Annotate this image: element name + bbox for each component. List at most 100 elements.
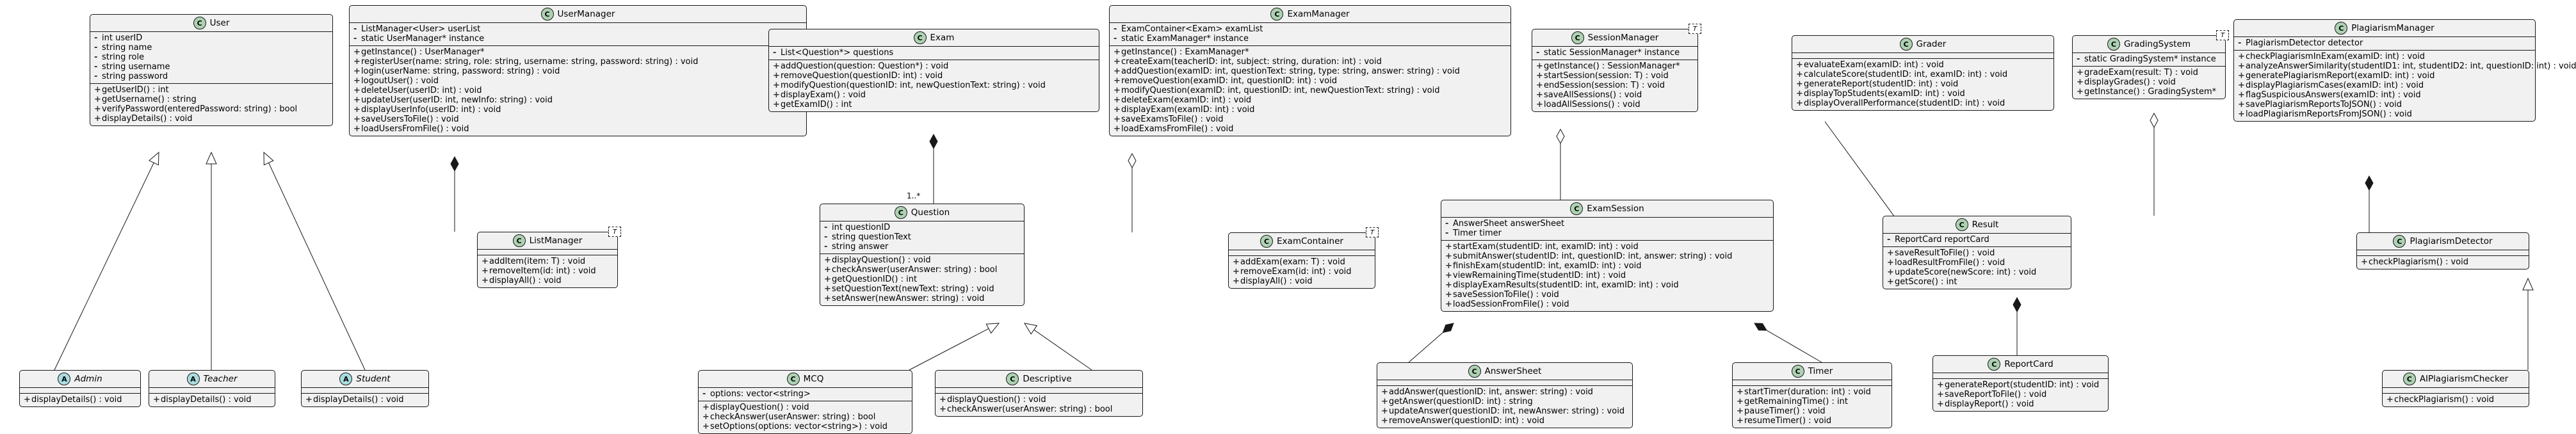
private-visibility-icon: - xyxy=(94,52,98,62)
methods-section: +getInstance() : UserManager*+registerUs… xyxy=(350,45,806,136)
public-visibility-icon: + xyxy=(1114,67,1121,76)
class-icon: C xyxy=(1571,31,1584,44)
public-visibility-icon: + xyxy=(1114,105,1121,115)
fields-section: -AnswerSheet answerSheet-Timer timer xyxy=(1441,218,1773,240)
method-row: +displayExam(examID: int) : void xyxy=(1114,105,1507,115)
methods-section: +addItem(item: T) : void+removeItem(id: … xyxy=(478,255,617,287)
public-visibility-icon: + xyxy=(482,276,489,285)
methods-section: +addExam(exam: T) : void+removeExam(id: … xyxy=(1229,255,1375,288)
method-row: +checkPlagiarismInExam(examID: int) : vo… xyxy=(2238,52,2531,61)
private-visibility-icon: - xyxy=(824,232,828,242)
method-row: +displayDetails() : void xyxy=(305,395,425,405)
public-visibility-icon: + xyxy=(1796,60,1803,70)
class-title: Result xyxy=(1972,220,1999,230)
template-parameter: T xyxy=(2216,30,2229,40)
method-row: +logoutUser() : void xyxy=(353,76,802,86)
method-text: modifyQuestion(questionID: int, newQuest… xyxy=(781,81,1046,90)
public-visibility-icon: + xyxy=(1114,86,1121,95)
method-row: +flagSuspiciousAnswers(examID: int) : vo… xyxy=(2238,90,2531,100)
class-icon: C xyxy=(894,206,907,219)
fields-section xyxy=(20,388,140,393)
class-title: Student xyxy=(356,374,391,384)
class-title: ReportCard xyxy=(2004,359,2054,369)
fields-section: -PlagiarismDetector detector xyxy=(2234,37,2535,50)
method-text: loadResultFromFile() : void xyxy=(1895,258,2005,268)
class-title: AnswerSheet xyxy=(1484,366,1542,376)
method-row: +removeQuestion(questionID: int) : void xyxy=(773,71,1095,81)
method-row: +endSession(session: T) : void xyxy=(1536,81,1694,90)
template-parameter: T xyxy=(608,227,621,237)
method-text: displayReport() : void xyxy=(1945,399,2034,409)
public-visibility-icon: + xyxy=(824,275,831,284)
public-visibility-icon: + xyxy=(353,67,360,76)
public-visibility-icon: + xyxy=(1887,258,1894,268)
public-visibility-icon: + xyxy=(353,86,360,95)
method-row: +createExam(teacherID: int, subject: str… xyxy=(1114,57,1507,67)
class-title: MCQ xyxy=(803,374,824,384)
public-visibility-icon: + xyxy=(824,284,831,294)
public-visibility-icon: + xyxy=(2077,68,2084,77)
method-text: removeExam(id: int) : void xyxy=(1240,267,1352,277)
class-icon: C xyxy=(1006,373,1019,385)
private-visibility-icon: - xyxy=(1445,219,1449,229)
fields-section: -options: vector<string> xyxy=(699,388,912,401)
public-visibility-icon: + xyxy=(305,395,312,405)
method-row: +loadSessionFromFile() : void xyxy=(1445,300,1769,309)
method-text: checkAnswer(userAnswer: string) : bool xyxy=(710,412,876,422)
fields-section xyxy=(1792,53,2054,58)
private-visibility-icon: - xyxy=(824,223,828,232)
method-text: setOptions(options: vector<string>) : vo… xyxy=(710,422,888,431)
method-text: registerUser(name: string, role: string,… xyxy=(361,57,699,67)
public-visibility-icon: + xyxy=(1536,71,1543,81)
public-visibility-icon: + xyxy=(1114,47,1121,57)
field-row: -AnswerSheet answerSheet xyxy=(1445,219,1769,229)
fields-section xyxy=(302,388,428,393)
public-visibility-icon: + xyxy=(482,266,489,276)
class-icon: C xyxy=(1270,8,1284,20)
public-visibility-icon: + xyxy=(1737,416,1744,426)
method-text: saveUsersToFile() : void xyxy=(361,115,459,124)
class-icon: C xyxy=(2393,235,2406,248)
method-row: +checkAnswer(userAnswer: string) : bool xyxy=(702,412,908,422)
public-visibility-icon: + xyxy=(1445,242,1452,252)
method-row: +analyzeAnswerSimilarity(studentID1: int… xyxy=(2238,61,2576,71)
class-icon: C xyxy=(1899,38,1913,51)
methods-section: +displayQuestion() : void+checkAnswer(us… xyxy=(699,401,912,433)
methods-section: +getInstance() : SessionManager*+startSe… xyxy=(1532,60,1697,111)
method-row: +submitAnswer(studentID: int, questionID… xyxy=(1445,252,1769,261)
method-text: verifyPassword(enteredPassword: string) … xyxy=(102,104,298,114)
method-text: checkPlagiarismInExam(examID: int) : voi… xyxy=(2246,52,2426,61)
method-text: getExamID() : int xyxy=(781,100,852,109)
method-text: getAnswer(questionID: int) : string xyxy=(1389,397,1533,406)
